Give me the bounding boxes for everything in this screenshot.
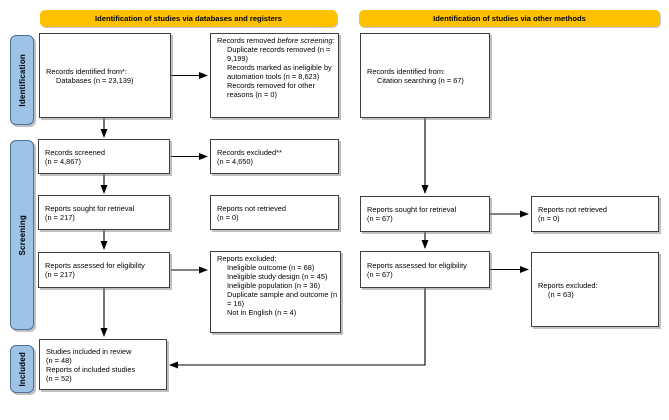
stage-screening-label: Screening (17, 214, 27, 256)
banner-databases-registers-label: Identification of studies via databases … (95, 14, 282, 23)
box-records-identified-databases: Records identified from*:Databases (n = … (39, 33, 171, 118)
stage-screening: Screening (10, 140, 34, 330)
box-records-excluded: Records excluded**(n = 4,650) (210, 139, 339, 174)
box-records-screened: Records screened(n = 4,867) (38, 139, 170, 174)
banner-other-methods-label: Identification of studies via other meth… (433, 14, 586, 23)
arrow-assessed2-to-included (169, 288, 426, 369)
banner-other-methods: Identification of studies via other meth… (359, 10, 660, 27)
box-reports-excluded-databases: Reports excluded:Ineligible outcome (n =… (210, 251, 341, 333)
stage-identification: Identification (10, 35, 34, 125)
box-records-removed-before-screening: Records removed before screening:Duplica… (210, 33, 339, 118)
box-reports-sought-other: Reports sought for retrieval(n = 67) (360, 196, 490, 232)
box-reports-not-retrieved-databases: Reports not retrieved(n = 0) (210, 195, 339, 230)
box-reports-assessed-other: Reports assessed for eligibility(n = 67) (360, 251, 490, 288)
banner-databases-registers: Identification of studies via databases … (40, 10, 337, 27)
box-studies-included: Studies included in review(n = 48)Report… (39, 339, 167, 390)
box-reports-sought-databases: Reports sought for retrieval(n = 217) (38, 195, 170, 230)
box-reports-excluded-other: Reports excluded:(n = 63) (531, 252, 659, 327)
box-records-identified-other: Records identified from:Citation searchi… (360, 33, 490, 118)
box-reports-assessed-databases: Reports assessed for eligibility(n = 217… (38, 252, 170, 288)
stage-included-label: Included (17, 351, 27, 387)
stage-included: Included (10, 345, 34, 393)
box-reports-not-retrieved-other: Reports not retrieved(n = 0) (531, 196, 659, 232)
stage-identification-label: Identification (17, 53, 27, 107)
